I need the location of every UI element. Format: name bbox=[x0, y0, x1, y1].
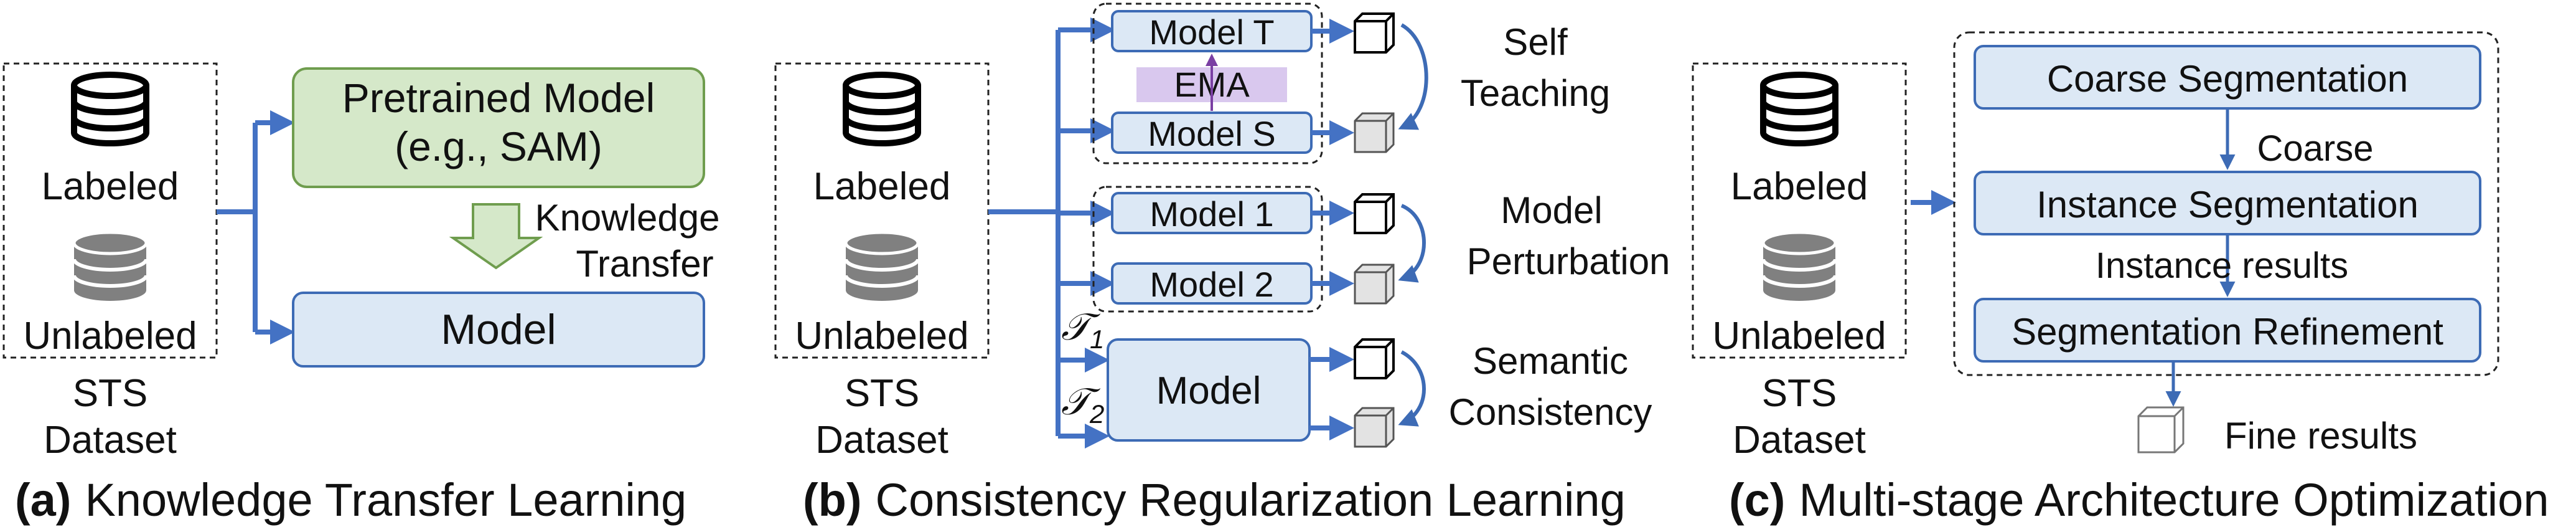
model-box-b bbox=[1107, 338, 1311, 442]
pretrained-model-label: Pretrained Model bbox=[342, 75, 655, 121]
curved-arrow-semantic bbox=[1398, 350, 1426, 427]
model-label-b: Model bbox=[1156, 369, 1262, 412]
labeled-database-icon-b bbox=[843, 72, 921, 146]
model-t-label: Model T bbox=[1149, 12, 1274, 52]
perturbation-group bbox=[1092, 186, 1323, 313]
labeled-label-c: Labeled bbox=[1731, 165, 1868, 208]
fine-result-cube-icon bbox=[2137, 406, 2185, 454]
cube-icon-6 bbox=[1354, 407, 1395, 448]
dataset-label-b-line2: Dataset bbox=[815, 419, 948, 462]
dataset-label-c-line1: STS bbox=[1762, 372, 1837, 415]
coarse-label: Coarse bbox=[2257, 128, 2374, 169]
labeled-label-b: Labeled bbox=[813, 165, 951, 208]
model-box-a bbox=[292, 292, 705, 368]
caption-a: (a) Knowledge Transfer Learning bbox=[15, 474, 686, 526]
dataset-box-c bbox=[1692, 62, 1907, 359]
unlabeled-database-icon-c bbox=[1761, 230, 1837, 301]
cube-icon-5 bbox=[1354, 338, 1395, 379]
knowledge-transfer-label-line1: Knowledge bbox=[535, 197, 720, 239]
panel-a: Labeled Unlabeled STS Dataset Pretrained… bbox=[2, 62, 720, 526]
dataset-box-a bbox=[2, 62, 218, 359]
fine-results-label: Fine results bbox=[2224, 415, 2417, 457]
cube-icon-3 bbox=[1354, 193, 1395, 234]
semantic-label-line2: Consistency bbox=[1449, 391, 1652, 433]
knowledge-transfer-label-line2: Transfer bbox=[576, 243, 713, 285]
perturbation-label-line2: Perturbation bbox=[1467, 240, 1670, 282]
dataset-label-a-line2: Dataset bbox=[44, 419, 177, 462]
self-teaching-group bbox=[1092, 2, 1323, 164]
unlabeled-label-a: Unlabeled bbox=[23, 315, 197, 358]
instance-results-label: Instance results bbox=[2096, 245, 2348, 286]
caption-c: (c) Multi-stage Architecture Optimization bbox=[1729, 474, 2549, 526]
dataset-label-a-line1: STS bbox=[73, 372, 148, 415]
model-label-a: Model bbox=[441, 306, 556, 353]
caption-a-tag: (a) bbox=[15, 474, 71, 526]
labeled-database-icon-c bbox=[1760, 72, 1838, 146]
curved-arrow-perturbation bbox=[1398, 204, 1426, 283]
caption-b-tag: (b) bbox=[803, 474, 862, 526]
caption-c-text: Multi-stage Architecture Optimization bbox=[1799, 474, 2549, 526]
unlabeled-label-c: Unlabeled bbox=[1712, 315, 1886, 358]
unlabeled-label-b: Unlabeled bbox=[795, 315, 968, 358]
coarse-seg-label: Coarse Segmentation bbox=[2047, 58, 2408, 100]
semantic-label-line1: Semantic bbox=[1473, 340, 1628, 382]
self-teaching-label-line1: Self bbox=[1503, 21, 1568, 63]
t2-label: 𝒯2 bbox=[1061, 381, 1104, 429]
model-1-label: Model 1 bbox=[1150, 194, 1273, 234]
unlabeled-database-icon-b bbox=[844, 230, 920, 301]
caption-a-text: Knowledge Transfer Learning bbox=[85, 474, 686, 526]
cube-icon-2 bbox=[1354, 112, 1395, 153]
cube-icon-1 bbox=[1354, 12, 1395, 54]
dataset-label-c-line2: Dataset bbox=[1733, 419, 1866, 462]
curved-arrow-self-teaching bbox=[1398, 23, 1428, 130]
model-2-label: Model 2 bbox=[1150, 265, 1273, 304]
labeled-label-a: Labeled bbox=[42, 165, 179, 208]
caption-c-tag: (c) bbox=[1729, 474, 1785, 526]
refinement-box bbox=[1974, 298, 2481, 363]
knowledge-transfer-arrow-icon bbox=[449, 203, 543, 270]
panel-b: Labeled Unlabeled STS Dataset Model T EM… bbox=[774, 2, 1670, 526]
unlabeled-database-icon-a bbox=[72, 230, 148, 301]
pipeline-group bbox=[1953, 31, 2499, 376]
panel-c: Labeled Unlabeled STS Dataset Coarse Seg… bbox=[1692, 31, 2549, 526]
model-s-label: Model S bbox=[1148, 114, 1275, 153]
pretrained-model-box bbox=[292, 67, 705, 188]
dataset-box-b bbox=[774, 62, 990, 359]
pretrained-model-example: (e.g., SAM) bbox=[395, 123, 602, 169]
refinement-label: Segmentation Refinement bbox=[2012, 311, 2443, 353]
dataset-label-b-line1: STS bbox=[845, 372, 920, 415]
perturbation-label-line1: Model bbox=[1501, 189, 1602, 231]
labeled-database-icon-a bbox=[71, 72, 149, 146]
instance-seg-label: Instance Segmentation bbox=[2036, 184, 2419, 226]
self-teaching-label-line2: Teaching bbox=[1461, 72, 1610, 114]
t1-label: 𝒯1 bbox=[1061, 306, 1104, 354]
caption-b: (b) Consistency Regularization Learning bbox=[803, 474, 1626, 526]
cube-icon-4 bbox=[1354, 264, 1395, 305]
caption-b-text: Consistency Regularization Learning bbox=[876, 474, 1626, 526]
